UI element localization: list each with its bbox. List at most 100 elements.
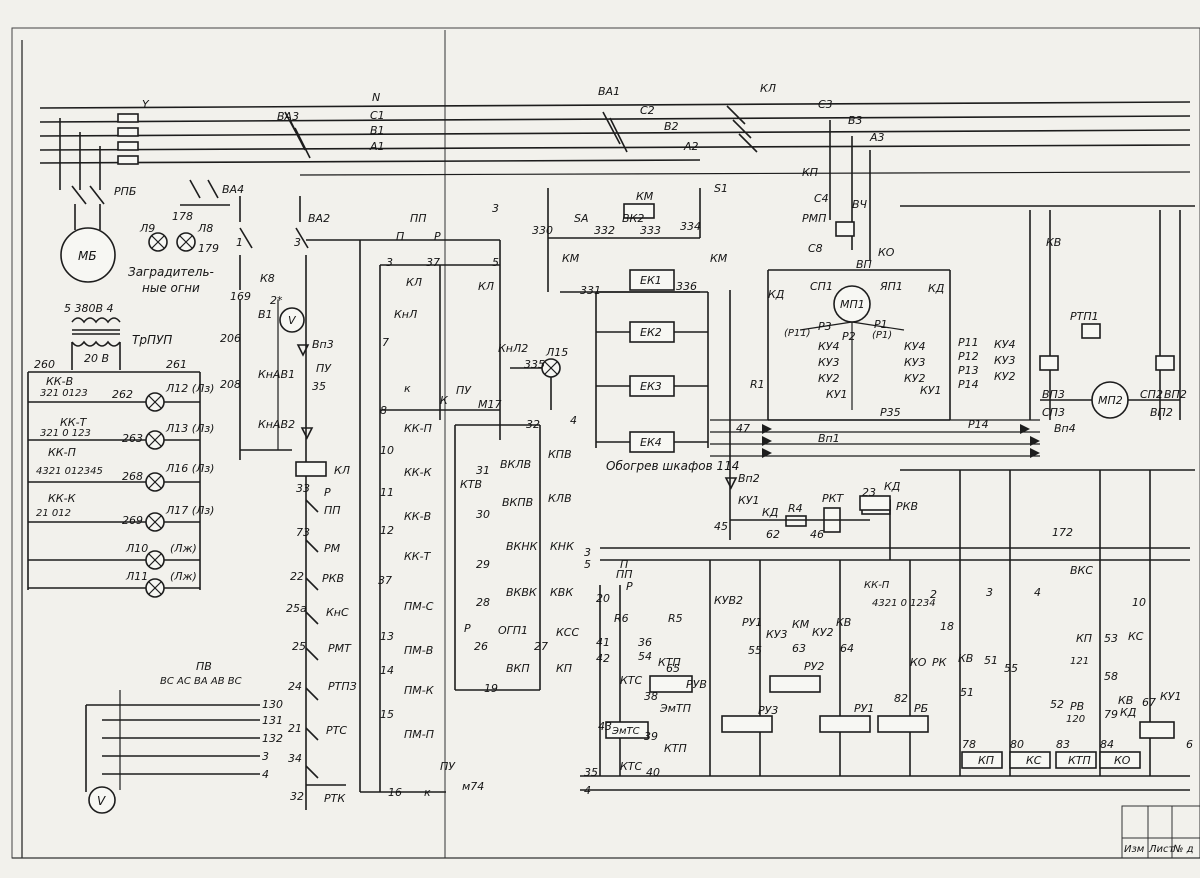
switch-kkv-name: КК-В	[46, 375, 73, 388]
node-40-label: 40	[646, 766, 660, 779]
node-m17-label: М17	[478, 398, 502, 411]
contact-ko-lr-label: КО	[910, 656, 927, 669]
contact-ku1-lr-label: КУ1	[1160, 690, 1182, 703]
contact-ku4c-label: КУ4	[994, 338, 1016, 351]
contact-kv-label: КВ	[1046, 236, 1061, 249]
resistor-r6-label: R6	[614, 612, 629, 625]
title-block	[1121, 805, 1200, 859]
contact-ku3b-label: КУ3	[904, 356, 926, 369]
node-35-label: 35	[312, 380, 326, 393]
bus-35-label: 35	[584, 766, 598, 779]
contact-p2-label: Р	[464, 622, 471, 635]
contact-kkp-label: КК-П	[404, 422, 432, 435]
diode-vp2-label: Вп2	[738, 472, 760, 485]
relay-rkt-label: РКТ	[822, 492, 844, 505]
resistor-r4-label: R4	[788, 502, 803, 515]
node-79-label: 79	[1104, 708, 1118, 721]
node-p13-label: Р13	[958, 364, 979, 377]
relay-rtp1-label: РТП1	[1070, 310, 1099, 323]
bus-label-va1: ВА1	[598, 85, 620, 98]
control-voltmeter-label: V	[288, 314, 297, 327]
node-39-label: 39	[644, 730, 658, 743]
node-p11-label: Р11	[958, 336, 979, 349]
contact-kv2-label: КВ	[958, 652, 973, 665]
lamp-l17-label: Л17 (Лз)	[165, 504, 214, 517]
voltmeter-v-label: V	[97, 794, 106, 808]
contact-pms-label: ПМ-С	[404, 600, 434, 613]
transformer-secondary-label: 20 В	[84, 352, 109, 365]
contact-rmt-label: РМТ	[328, 642, 352, 655]
contact-ku2-label: КУ2	[812, 626, 834, 639]
contact-kts2-label: КТС	[620, 760, 643, 773]
contact-ku2b-label: КУ2	[904, 372, 926, 385]
contact-ktp2-label: КТП	[664, 742, 687, 755]
contact-ku2a-label: КУ2	[818, 372, 840, 385]
node-263-label: 263	[122, 432, 143, 445]
motor-mb-circuit	[60, 185, 116, 283]
contact-knk-label: КНК	[550, 540, 575, 553]
node-63-label: 63	[792, 642, 806, 655]
contact-rk-label: РК	[932, 656, 948, 669]
contact-kpv-label: КПВ	[548, 448, 572, 461]
button-knav1-label: КнАВ1	[258, 368, 295, 381]
node-p14-label: Р14	[958, 378, 979, 391]
switch-kkt-positions: 321 0 123	[40, 428, 91, 439]
node-vp2b-label: ВП2	[1164, 388, 1187, 401]
switch-3-positions: 4321 012345	[36, 466, 103, 477]
node-24-label: 24	[288, 680, 302, 693]
node-80-label: 80	[1010, 738, 1024, 751]
diode-vp1-label: Вп1	[818, 432, 840, 445]
contact-ku4a-label: КУ4	[818, 340, 840, 353]
node-32-label: 32	[526, 418, 540, 431]
contact-rtpz-label: РТПЗ	[328, 680, 357, 693]
contact-kp-lr-label: КП	[1076, 632, 1092, 645]
contact-ks-label: КС	[1128, 630, 1144, 643]
contact-km-left-label: КМ	[562, 252, 580, 265]
node-260-label: 260	[34, 358, 55, 371]
contact-rkv-label: РКВ	[322, 572, 344, 585]
node-33-label: 33	[296, 482, 310, 495]
node-58-label: 58	[1104, 670, 1118, 683]
sheet-frame	[11, 27, 1200, 859]
node-sp2-label: СП2	[1140, 388, 1163, 401]
bus-label-b2: В2	[664, 120, 679, 133]
contact-kd2-label: КД	[928, 282, 945, 295]
contact-klv-label: КЛВ	[548, 492, 572, 505]
contact-k8-label: К8	[260, 272, 275, 285]
switch-vkvk-label: ВКВК	[506, 586, 538, 599]
heater-ek4-label: ЕК4	[640, 436, 662, 449]
node-82-label: 82	[894, 692, 908, 705]
node-p2-label: Р2	[842, 330, 856, 343]
node-25-label: 25	[292, 640, 306, 653]
node-73-label: 73	[296, 526, 310, 539]
switch-vks-label: ВКС	[1070, 564, 1093, 577]
button-knl2-label: КнЛ2	[498, 342, 528, 355]
node-m74-label: м74	[462, 780, 484, 793]
node-332-label: 332	[594, 224, 615, 237]
contact-ktv-label: КТВ	[460, 478, 482, 491]
coil-kl-label: КЛ	[334, 464, 350, 477]
heater-ek2-label: ЕК2	[640, 326, 662, 339]
node-336-label: 336	[676, 280, 697, 293]
node-4-label: 4	[570, 414, 577, 427]
warning-lights-title-2: ные огни	[142, 281, 200, 295]
contact-rm-label: РМ	[324, 542, 341, 555]
title-block-izm: Изм	[1124, 844, 1145, 855]
contact-ktp-label: КТП	[658, 656, 681, 669]
voltmeter-selector	[85, 690, 260, 814]
node-sp1-label: СП1	[810, 280, 833, 293]
lamp-l13-label: Л13 (Лз)	[165, 422, 214, 435]
title-block-list: Лист	[1148, 844, 1176, 855]
node-10-label: 10	[380, 444, 394, 457]
contact-pp-top-label: ПП	[410, 212, 427, 225]
selector-out-4: 4	[262, 768, 269, 781]
control-circuit	[239, 196, 360, 810]
contact-pmk-label: ПМ-К	[404, 684, 435, 697]
node-rp1-label: (Р1)	[872, 330, 892, 341]
node-11-label: 11	[380, 486, 394, 499]
heater-ek3-label: ЕК3	[640, 380, 662, 393]
coil-emts-label: ЭмТС	[611, 726, 640, 737]
selector-out-130: 130	[262, 698, 283, 711]
node-83-label: 83	[1056, 738, 1070, 751]
